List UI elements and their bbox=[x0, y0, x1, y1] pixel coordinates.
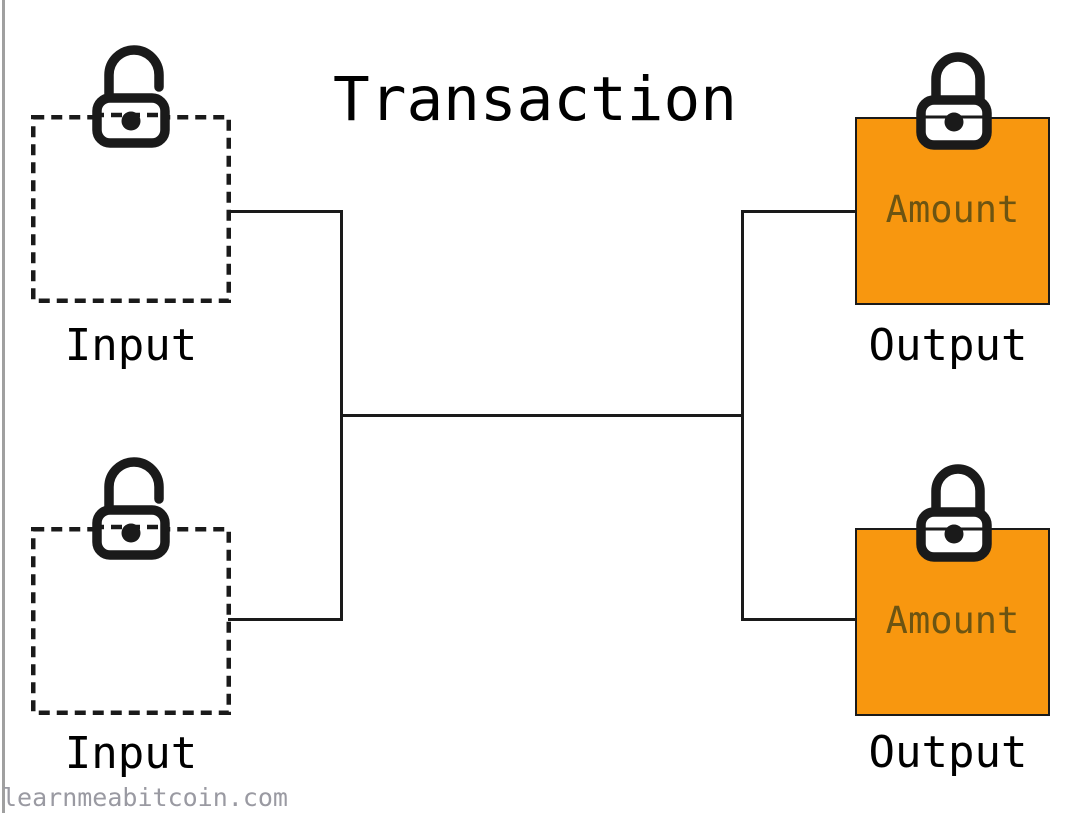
locked-padlock-icon bbox=[916, 52, 992, 150]
amount-label: Amount bbox=[885, 598, 1020, 642]
output-label-2: Output bbox=[868, 727, 1028, 778]
connector-output2-stub bbox=[741, 618, 855, 621]
unlocked-padlock-icon bbox=[92, 457, 170, 560]
watermark: learnmeabitcoin.com bbox=[2, 783, 288, 812]
unlocked-padlock-icon bbox=[92, 45, 170, 148]
connector-input2-stub bbox=[228, 618, 343, 621]
connector-right-vertical bbox=[741, 210, 744, 621]
connector-input1-stub bbox=[228, 210, 343, 213]
connector-output1-stub bbox=[741, 210, 855, 213]
diagram-title: Transaction bbox=[333, 64, 737, 135]
window-edge-line bbox=[2, 0, 5, 813]
input-label-1: Input bbox=[64, 320, 198, 371]
input-label-2: Input bbox=[64, 728, 198, 779]
connector-middle-horizontal bbox=[340, 414, 744, 417]
output-label-1: Output bbox=[868, 320, 1028, 371]
amount-label: Amount bbox=[885, 187, 1020, 231]
locked-padlock-icon bbox=[916, 464, 992, 562]
